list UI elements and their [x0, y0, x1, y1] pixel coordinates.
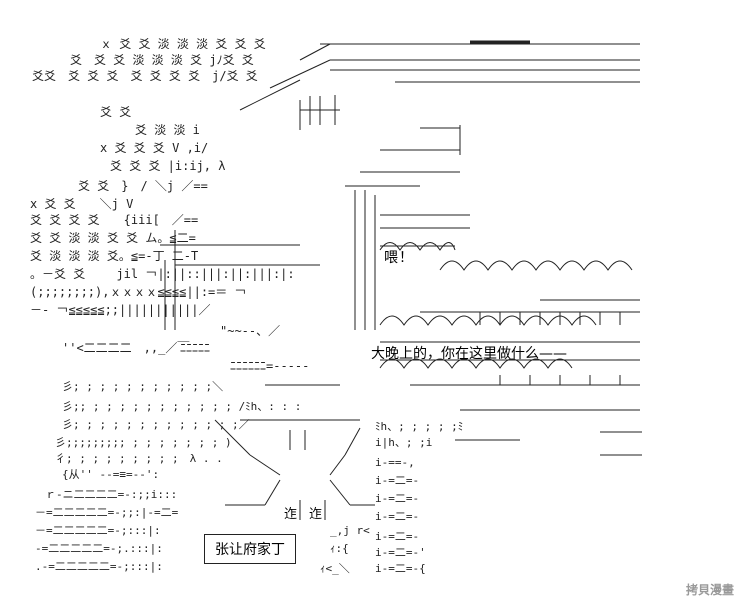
svg-text:ﾆﾆﾆﾆﾆﾆ=--‐‐-: ﾆﾆﾆﾆﾆﾆ=--‐‐-: [230, 359, 309, 373]
svg-text:‐=二二二二二=-;.:::|:: ‐=二二二二二=-;.:::|:: [35, 542, 163, 555]
svg-text:i-=二=‐: i-=二=‐: [375, 492, 419, 505]
svg-text:x 爻 爻 ＼j V: x 爻 爻 ＼j V: [30, 197, 133, 211]
svg-text:爻 爻 爻 |i:ij, λ: 爻 爻 爻 |i:ij, λ: [110, 159, 225, 173]
svg-text:ｨ<_＼: ｨ<_＼: [320, 562, 350, 575]
svg-text:爻 淡 淡 淡 爻。≦=-丁 二-T: 爻 淡 淡 淡 爻。≦=-丁 二-T: [30, 249, 198, 263]
svg-text:爻 爻: 爻 爻: [100, 105, 131, 119]
svg-text:i-=二=-{: i-=二=-{: [375, 562, 426, 575]
roof-lines: [239, 40, 640, 111]
railing: [379, 242, 642, 456]
svg-text:i|h、; ;i: i|h、; ;i: [375, 436, 432, 449]
svg-text:{从'' -‐=≡=‐-':: {从'' -‐=≡=‐-':: [62, 468, 159, 481]
svg-text:爻 爻 爻 淡 淡 淡 爻 jﾉ爻 爻: 爻 爻 爻 淡 淡 淡 爻 jﾉ爻 爻: [70, 53, 254, 67]
speech-exclaim: 喂！: [384, 250, 414, 266]
svg-text:－‐ ￢≦≦≦≦≦;;|||||||||||／: －‐ ￢≦≦≦≦≦;;|||||||||||／: [30, 303, 211, 317]
eaves: ''<二二二二 ,,_／￣ ﾆﾆﾆﾆﾆ "~~-‐、／ ﾆﾆﾆﾆﾆﾆ=--‐‐-: [62, 324, 309, 373]
svg-text:ｒ‐ニ二二二二=‐:;;i:::: ｒ‐ニ二二二二=‐:;;i:::: [45, 488, 177, 501]
svg-text:ﾆﾆﾆﾆﾆ: ﾆﾆﾆﾆﾆ: [180, 341, 210, 355]
door-sign-left: 迮: [284, 507, 298, 522]
svg-text:i-=二=‐: i-=二=‐: [375, 474, 419, 487]
svg-text:彡;; ; ; ; ; ; ; ; ; ; ; ; /ﾐh、: 彡;; ; ; ; ; ; ; ; ; ; ; ; /ﾐh、: : :: [62, 400, 301, 413]
svg-text:.‐=二二二二二=-;:::|:: .‐=二二二二二=-;:::|:: [35, 560, 163, 573]
svg-text:－=二二二二二=-;;:|-=二=: －=二二二二二=-;;:|-=二=: [35, 506, 179, 519]
svg-text:ｨ:{: ｨ:{: [330, 542, 349, 555]
svg-text:彡; ; ; ; ; ; ; ; ; ; ; ; ;／: 彡; ; ; ; ; ; ; ; ; ; ; ; ;／: [62, 418, 250, 431]
svg-text:爻 淡 淡 i: 爻 淡 淡 i: [135, 123, 200, 137]
svg-text:爻爻 爻 爻 爻 爻 爻 爻 爻 j/爻 爻: 爻爻 爻 爻 爻 爻 爻 爻 爻 j/爻 爻: [32, 69, 258, 83]
svg-text:_,j r<: _,j r<: [330, 524, 370, 537]
svg-text:(;;;;;;;;),ｘｘｘｘ≦≦≦≦||:=＝ ￢: (;;;;;;;;),ｘｘｘｘ≦≦≦≦||:=＝ ￢: [30, 285, 247, 299]
svg-text:彡; ; ; ; ; ; ; ; ; ; ;＼: 彡; ; ; ; ; ; ; ; ; ; ;＼: [62, 380, 223, 393]
svg-text:爻 爻 淡 淡 爻 爻 ム。≦二=: 爻 爻 淡 淡 爻 爻 ム。≦二=: [30, 231, 196, 245]
svg-text:－=二二二二二=-;:::|:: －=二二二二二=-;:::|:: [35, 524, 161, 537]
speaker-caption-box: 张让府家丁: [204, 534, 296, 564]
svg-text:彡;;;;;;;;; ; ; ; ; ; ; ; ): 彡;;;;;;;;; ; ; ; ; ; ; ; ): [55, 436, 232, 449]
figure: [214, 384, 375, 520]
svg-text:i-==-,: i-==-,: [375, 456, 415, 469]
ground-texture: 彡; ; ; ; ; ; ; ; ; ; ;＼ 彡;; ; ; ; ; ; ; …: [35, 380, 463, 575]
svg-text:爻 爻 } / ＼j ／==: 爻 爻 } / ＼j ／==: [78, 179, 208, 193]
svg-text:i-=二=‐': i-=二=‐': [375, 546, 426, 559]
speech-line: 大晚上的，你在这里做什么——: [371, 346, 567, 362]
svg-text:x 爻 爻 爻 V ,i/: x 爻 爻 爻 V ,i/: [100, 141, 208, 155]
building-structure: [160, 95, 470, 330]
tree-foliage: ｘ 爻 爻 淡 淡 淡 爻 爻 爻 爻 爻 爻 淡 淡 淡 爻 jﾉ爻 爻 爻爻…: [30, 37, 295, 317]
svg-text:''<二二二二 ,,_／￣: ''<二二二二 ,,_／￣: [62, 341, 189, 355]
speaker-name: 张让府家丁: [215, 542, 285, 558]
svg-text:"~~-‐、／: "~~-‐、／: [220, 324, 280, 338]
svg-text:i-=二=‐: i-=二=‐: [375, 530, 419, 543]
svg-text:爻 爻 爻 爻 {iii[ ／==: 爻 爻 爻 爻 {iii[ ／==: [30, 213, 198, 227]
svg-text:i-=二=‐: i-=二=‐: [375, 510, 419, 523]
svg-text:ﾐh、; ; ; ; ;ﾐ: ﾐh、; ; ; ; ;ﾐ: [375, 420, 463, 433]
door-sign-right: 迮: [309, 507, 323, 522]
svg-text:ｘ 爻 爻 淡 淡 淡 爻 爻 爻: ｘ 爻 爻 淡 淡 淡 爻 爻 爻: [100, 37, 266, 51]
svg-text:彳; ; ; ; ; ; ; ; ; λ . .: 彳; ; ; ; ; ; ; ; ; λ . .: [55, 452, 223, 465]
watermark: 拷貝漫畫: [685, 583, 734, 597]
svg-text:。－爻 爻 jil ￢|:||::|||:||:|||:: 。－爻 爻 jil ￢|:||::|||:||:|||:|:: [30, 267, 295, 281]
